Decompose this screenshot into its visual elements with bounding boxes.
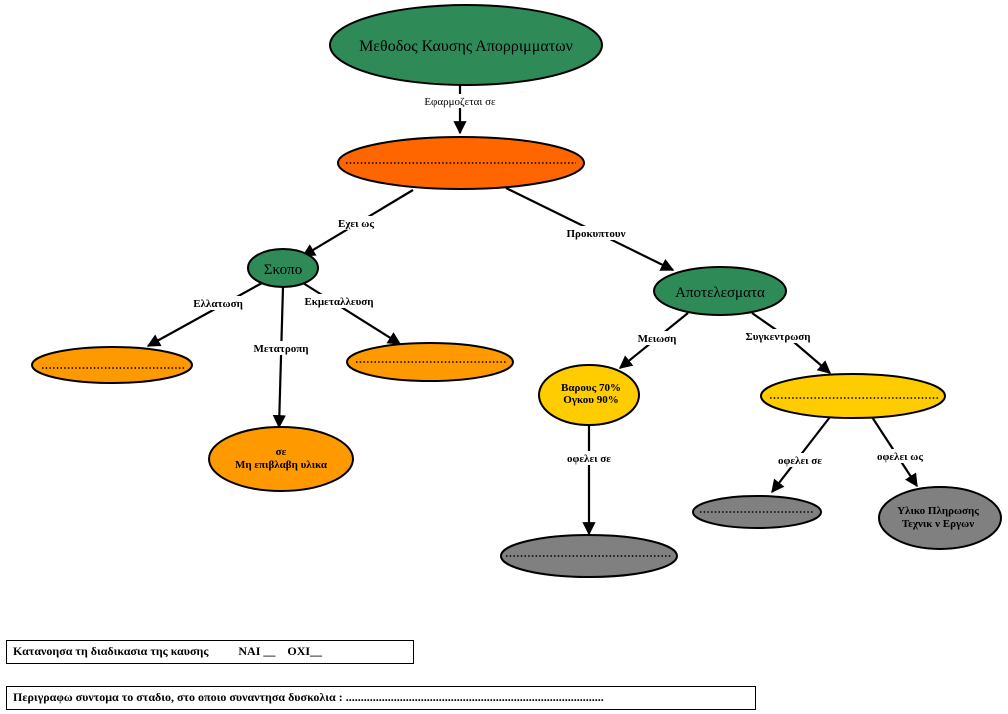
edge-skopo-to-ellatosi (146, 282, 263, 347)
skopo-node (247, 248, 319, 288)
ofelei-os-label-bg (868, 449, 932, 463)
prokyptoun-label-bg (558, 226, 634, 240)
ekmetallefsi-label-bg (294, 294, 384, 308)
exei-os-label: Εχει ως (338, 218, 374, 230)
ylika-line2: Τεχνικ ν Εργων (902, 518, 974, 530)
metatropi-label-bg (246, 341, 316, 355)
metatropi-label: Μετατροπη (253, 343, 308, 355)
ekmetallefsi-label: Εκμεταλλευση (304, 296, 373, 308)
meiosi-label: Μειωση (638, 333, 677, 345)
meiosi-line1: Βαρους 70% (561, 382, 621, 394)
mi-epivlavi-line1: σε (276, 446, 287, 458)
edge-skopo-to-ekmetallefsi (302, 282, 402, 345)
ylika-node (878, 486, 1002, 550)
meiosi-label-bg (630, 331, 684, 345)
apotelesmata-node (653, 266, 787, 316)
sygkentrosi-node (760, 373, 946, 419)
efarmozetai-label-bg (416, 94, 504, 108)
mi-epivlavi-line2: Μη επιβλαβη υλικα (235, 459, 328, 471)
ylika-line1: Υλικο Πληρωσης (897, 505, 979, 517)
edge-skopo-to-metatropi (272, 286, 286, 429)
ellatosi-node (31, 346, 193, 384)
prokyptoun-label: Προκυπτουν (567, 228, 626, 240)
ofelei-se-1-label: οφελει σε (567, 453, 611, 465)
meiosi-line2: Ογκου 90% (563, 394, 618, 406)
ofelei-os-label: οφελει ως (877, 451, 923, 463)
efarmozetai-label: Εφαρμοζεται σε (424, 96, 496, 108)
mi-epivlavi-node (208, 426, 354, 492)
ofelei-se-2-label: οφελει σε (778, 455, 822, 467)
exei-os-label-bg (332, 216, 382, 230)
sygkentrosi-label-bg (736, 329, 820, 343)
root-node-label: Μεθοδος Καυσης Απορριμματων (359, 38, 573, 55)
root-node (329, 4, 603, 86)
difficulty-description-box[interactable]: Περιγραφω συντομα το σταδιο, στο οποιο σ… (6, 686, 756, 710)
ellatosi-label-bg (186, 296, 250, 310)
ofelei-se-1-label-bg (558, 451, 620, 465)
skopo-node-label: Σκοπο (264, 262, 303, 278)
sygkentrosi-label: Συγκεντρωση (746, 331, 811, 343)
apotelesmata-node-label: Αποτελεσματα (675, 285, 765, 301)
ellatosi-label: Ελλατωση (193, 298, 243, 310)
meiosi-benefit-node (500, 534, 678, 578)
understanding-question-box[interactable]: Κατανοησα τη διαδικασια της καυσης ΝΑΙ _… (6, 640, 414, 664)
ofelei-se-2-label-bg (770, 453, 832, 467)
meiosi-node (538, 364, 640, 426)
